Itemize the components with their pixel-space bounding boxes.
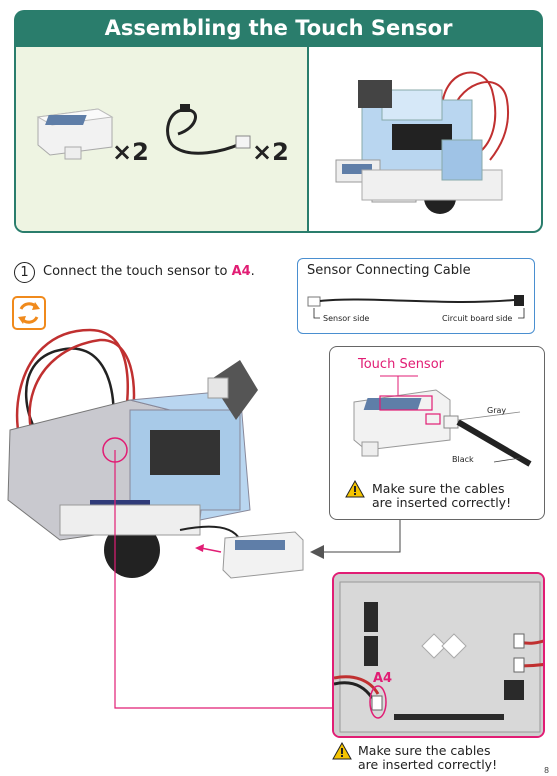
sensor-side-label: Sensor side: [323, 314, 370, 323]
sensor-quantity: ×2: [112, 138, 149, 166]
cable-info-box: [297, 258, 535, 334]
board-port-label: A4: [373, 671, 393, 686]
robot-assembly-image: [7, 328, 258, 578]
bottom-warning-line1: Make sure the cables: [358, 743, 491, 758]
sensor-closeup-image: [353, 375, 532, 467]
page-number: 8: [544, 766, 550, 775]
page-title: Assembling the Touch Sensor: [14, 10, 543, 47]
warning-icon: [345, 480, 365, 498]
cable-part-image: [166, 104, 251, 155]
panel-divider: [307, 47, 309, 231]
cable-quantity: ×2: [252, 138, 289, 166]
callout-arrow: [310, 520, 401, 559]
rotate-icon: [12, 296, 46, 330]
cable-box-title: Sensor Connecting Cable: [307, 263, 471, 278]
step-number: 1: [14, 262, 35, 283]
gray-wire-label: Gray: [487, 406, 507, 415]
sensor-warning-line2: are inserted correctly!: [372, 495, 512, 510]
sensor-warning-line1: Make sure the cables: [372, 481, 505, 496]
board-side-label: Circuit board side: [442, 314, 513, 323]
circuit-board-image: [334, 574, 543, 736]
step-port-label: A4: [231, 264, 251, 279]
black-wire-label: Black: [452, 455, 474, 464]
bottom-warning-line2: are inserted correctly!: [358, 757, 498, 772]
cable-side-brackets: [313, 308, 525, 319]
touch-sensor-part-image: [36, 108, 114, 160]
step-instruction: Connect the touch sensor to A4.: [43, 264, 255, 279]
cable-diagram: [307, 295, 524, 307]
circuit-board-callout: [332, 572, 545, 738]
touch-sensor-title: Touch Sensor: [358, 357, 445, 372]
touch-sensor-module-image: [195, 531, 304, 579]
warning-icon: [332, 742, 352, 760]
connection-guide-line: [114, 450, 380, 709]
completed-robot-image: [335, 71, 509, 214]
